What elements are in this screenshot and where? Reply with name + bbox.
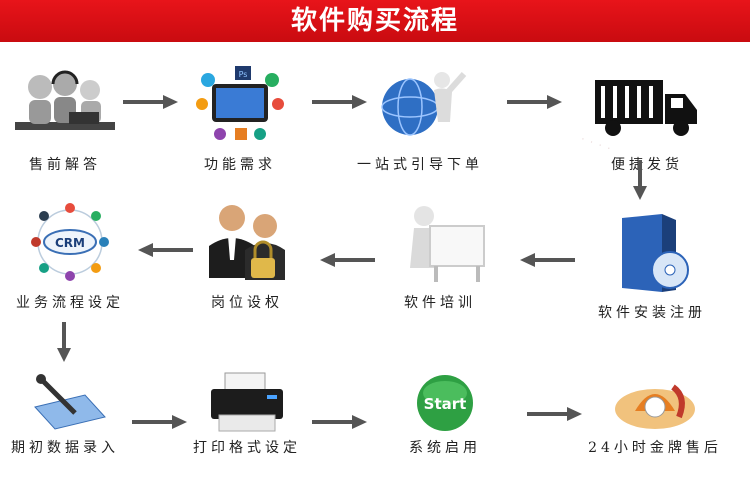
step-label: 功能需求 bbox=[204, 157, 276, 173]
step-label: 软件培训 bbox=[404, 295, 476, 311]
arrow-right-icon bbox=[132, 415, 187, 429]
step-label: 软件安装注册 bbox=[598, 305, 706, 321]
presenter-board-icon bbox=[380, 200, 500, 290]
arrow-right-icon bbox=[527, 407, 582, 421]
step-install-register: 软件安装注册 bbox=[582, 210, 722, 322]
step-presales: 售前解答 bbox=[0, 62, 135, 174]
step-order-guide: 一站式引导下单 bbox=[350, 62, 490, 174]
crm-network-icon: CRM bbox=[10, 200, 130, 290]
arrow-down-icon bbox=[57, 322, 71, 362]
arrow-right-icon bbox=[312, 95, 367, 109]
step-label: 岗位设权 bbox=[211, 295, 283, 311]
step-aftersales-support: 24小时金牌售后 bbox=[585, 367, 725, 457]
svg-text:Start: Start bbox=[424, 395, 467, 413]
step-label: 系统启用 bbox=[409, 440, 481, 456]
step-label: 期初数据录入 bbox=[11, 440, 119, 456]
step-initial-data-entry: 期初数据录入 bbox=[0, 367, 135, 457]
delivery-truck-icon bbox=[587, 62, 707, 152]
globe-figure-icon bbox=[360, 62, 480, 152]
step-requirements: Ps 功能需求 bbox=[170, 62, 310, 174]
business-people-lock-icon bbox=[187, 200, 307, 290]
step-training: 软件培训 bbox=[370, 200, 510, 312]
app-icons-tablet-icon: Ps bbox=[180, 62, 300, 152]
step-role-permissions: 岗位设权 bbox=[177, 200, 317, 312]
svg-text:Ps: Ps bbox=[239, 70, 248, 79]
arrow-down-icon bbox=[633, 160, 647, 200]
arrow-left-icon bbox=[520, 253, 575, 267]
step-label: 打印格式设定 bbox=[193, 440, 301, 456]
step-label: 业务流程设定 bbox=[16, 295, 124, 311]
step-label: 一站式引导下单 bbox=[357, 157, 483, 173]
arrow-right-icon bbox=[312, 415, 367, 429]
printer-icon bbox=[187, 367, 307, 435]
step-label: 便捷发货 bbox=[611, 157, 683, 173]
step-print-format: 打印格式设定 bbox=[177, 367, 317, 457]
step-system-launch: Start 系统启用 bbox=[375, 367, 515, 457]
arrow-right-icon bbox=[507, 95, 562, 109]
step-workflow-setup: CRM 业务流程设定 bbox=[0, 200, 140, 312]
step-label: 24小时金牌售后 bbox=[588, 440, 722, 456]
software-box-disc-icon bbox=[592, 210, 712, 300]
step-shipping: 便捷发货 bbox=[577, 62, 717, 174]
data-entry-pen-icon bbox=[5, 367, 125, 435]
page-title: 软件购买流程 bbox=[0, 0, 750, 42]
phone-24h-icon bbox=[595, 367, 715, 435]
arrow-left-icon bbox=[138, 243, 193, 257]
step-label: 售前解答 bbox=[29, 157, 101, 173]
arrow-right-icon bbox=[123, 95, 178, 109]
arrow-left-icon bbox=[320, 253, 375, 267]
svg-text:CRM: CRM bbox=[55, 236, 85, 250]
start-button-icon: Start bbox=[385, 367, 505, 435]
headset-operator-icon bbox=[5, 62, 125, 152]
